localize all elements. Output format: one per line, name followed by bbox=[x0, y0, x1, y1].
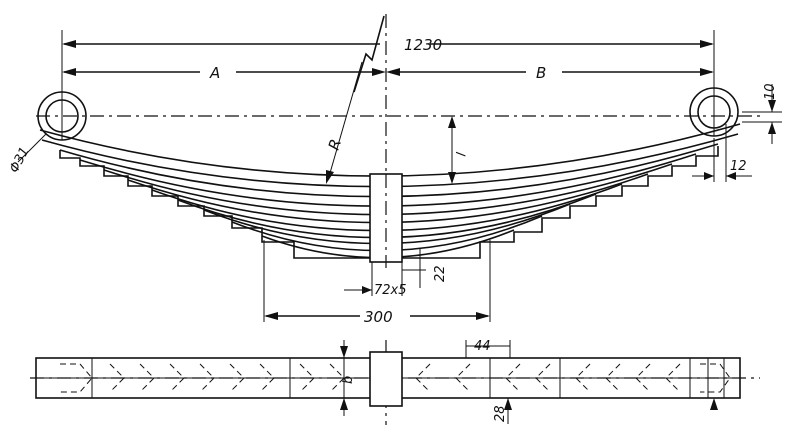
dim-10-dimension bbox=[742, 84, 782, 144]
width-b-label: b bbox=[341, 376, 356, 384]
dim-10-label: 10 bbox=[763, 83, 778, 100]
right-eye bbox=[689, 87, 739, 137]
width-b-dimension bbox=[340, 340, 348, 416]
length-a-label: A bbox=[209, 64, 220, 82]
clamp-72x5-dimension bbox=[344, 262, 403, 296]
plan-leaf-chevrons bbox=[109, 363, 681, 393]
dim-28-label: 28 bbox=[493, 405, 508, 422]
dim-28-dimension bbox=[504, 398, 512, 424]
eye-diameter-leader bbox=[17, 133, 47, 163]
plan-center-clamp bbox=[369, 351, 403, 407]
dim-22-label: 22 bbox=[433, 265, 448, 282]
dim-12-label: 12 bbox=[730, 159, 747, 174]
overall-length-dimension bbox=[61, 15, 715, 100]
dim-12-dimension bbox=[692, 124, 752, 182]
radius-leader bbox=[327, 61, 363, 181]
plan-arrow-right bbox=[710, 398, 718, 410]
clamp-length-label: 300 bbox=[364, 308, 393, 326]
dim-44-label: 44 bbox=[474, 339, 491, 354]
dim-44-dimension bbox=[465, 340, 511, 358]
overall-length-label: 1230 bbox=[404, 36, 442, 54]
clamp-length-dimension bbox=[263, 240, 491, 322]
radius-label: R bbox=[325, 137, 345, 152]
dim-22-dimension bbox=[402, 248, 426, 288]
eye-diameter-label: Φ31 bbox=[7, 145, 33, 176]
a-b-dimension bbox=[62, 60, 714, 84]
height-l-label: l bbox=[454, 151, 469, 158]
clamp-72x5-label: 72x5 bbox=[374, 283, 407, 298]
left-eye bbox=[37, 91, 87, 141]
length-b-label: B bbox=[536, 64, 546, 82]
